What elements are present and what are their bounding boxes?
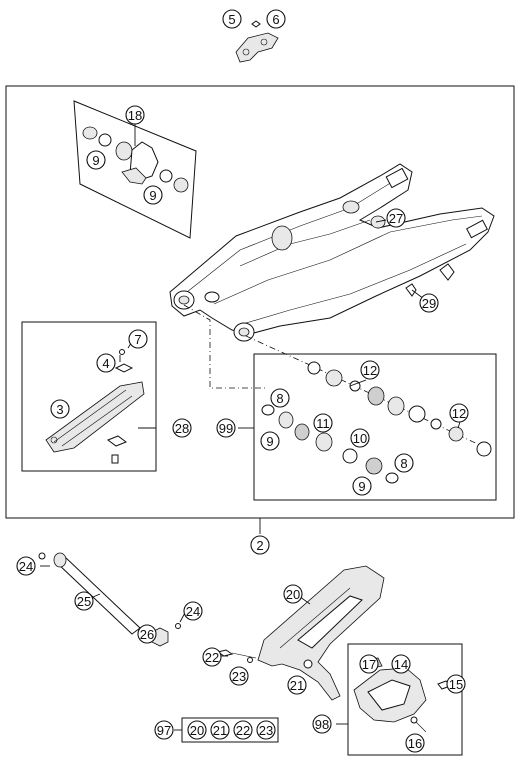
callout-label: 6 <box>272 12 279 27</box>
callout-10: 10 <box>350 428 370 448</box>
callout-22: 22 <box>202 647 222 667</box>
callout-label: 29 <box>422 296 436 311</box>
callout-6: 6 <box>266 9 286 29</box>
callout-27: 27 <box>386 208 406 228</box>
part-bearing-set <box>261 361 492 484</box>
kit-97-item-label: 22 <box>236 723 250 738</box>
callout-25: 25 <box>74 591 94 611</box>
callout-label: 17 <box>362 657 376 672</box>
callout-21: 21 <box>287 675 307 695</box>
callout-12: 12 <box>449 403 469 423</box>
part-chain-guide-block <box>353 657 451 733</box>
callout-label: 24 <box>19 559 33 574</box>
callout-label: 5 <box>228 12 235 27</box>
callout-9: 9 <box>352 476 372 496</box>
kit-97-item-22: 22 <box>233 720 253 740</box>
callout-label: 8 <box>400 456 407 471</box>
callout-label: 14 <box>394 657 408 672</box>
callout-7: 7 <box>128 329 148 349</box>
callout-8: 8 <box>394 453 414 473</box>
callout-label: 22 <box>205 650 219 665</box>
part-bearing-kit <box>82 126 189 193</box>
callout-label: 12 <box>363 363 377 378</box>
callout-label: 99 <box>219 421 233 436</box>
callout-label: 11 <box>316 416 330 431</box>
chain-guide-kit-box <box>347 643 463 756</box>
callout-12: 12 <box>360 360 380 380</box>
bearing-set-box <box>253 353 497 501</box>
part-chain-slider <box>45 349 145 464</box>
callout-16: 16 <box>405 733 425 753</box>
callout-label: 3 <box>56 402 63 417</box>
callout-label: 21 <box>290 678 304 693</box>
kit-97-item-label: 23 <box>259 723 273 738</box>
kit-97-item-20: 20 <box>187 720 207 740</box>
callout-label: 16 <box>408 736 422 751</box>
callout-29: 29 <box>419 293 439 313</box>
callout-8: 8 <box>270 388 290 408</box>
callout-label: 26 <box>140 627 154 642</box>
callout-24: 24 <box>183 601 203 621</box>
callout-label: 12 <box>452 406 466 421</box>
callout-24: 24 <box>16 556 36 576</box>
callout-label: 2 <box>256 538 263 553</box>
callout-9: 9 <box>260 431 280 451</box>
kit-97-item-label: 21 <box>213 723 227 738</box>
callout-label: 10 <box>353 431 367 446</box>
kit-97-item-21: 21 <box>210 720 230 740</box>
callout-23: 23 <box>229 666 249 686</box>
kit-97-item-label: 20 <box>190 723 204 738</box>
part-chain-guide <box>216 565 385 701</box>
callout-label: 18 <box>128 108 142 123</box>
callout-5: 5 <box>222 9 242 29</box>
callout-label: 8 <box>276 391 283 406</box>
callout-17: 17 <box>359 654 379 674</box>
part-axle <box>38 552 181 647</box>
callout-99: 99 <box>216 418 236 438</box>
callout-label: 28 <box>175 421 189 436</box>
part-chain-slider-top <box>235 20 279 63</box>
callout-28: 28 <box>172 418 192 438</box>
callout-label: 24 <box>186 604 200 619</box>
callout-4: 4 <box>96 353 116 373</box>
callout-14: 14 <box>391 654 411 674</box>
callout-label: 9 <box>149 188 156 203</box>
callout-3: 3 <box>50 399 70 419</box>
callout-label: 27 <box>389 211 403 226</box>
callout-15: 15 <box>446 674 466 694</box>
chain-slider-box <box>21 321 157 472</box>
callout-20: 20 <box>283 584 303 604</box>
callout-97: 97 <box>154 720 174 740</box>
callout-2: 2 <box>250 535 270 555</box>
callout-9: 9 <box>86 150 106 170</box>
callout-label: 9 <box>92 153 99 168</box>
callout-label: 15 <box>449 677 463 692</box>
callout-label: 7 <box>134 332 141 347</box>
callout-9: 9 <box>143 185 163 205</box>
callout-label: 97 <box>157 723 171 738</box>
callout-label: 4 <box>102 356 109 371</box>
bearing-kit-box <box>73 100 197 239</box>
callout-label: 9 <box>358 479 365 494</box>
callout-label: 20 <box>286 587 300 602</box>
callout-label: 25 <box>77 594 91 609</box>
callout-11: 11 <box>313 413 333 433</box>
part-swingarm <box>169 163 495 342</box>
callout-label: 23 <box>232 669 246 684</box>
callout-label: 9 <box>266 434 273 449</box>
kit-97-item-23: 23 <box>256 720 276 740</box>
callout-label: 98 <box>315 717 329 732</box>
callout-18: 18 <box>125 105 145 125</box>
callout-98: 98 <box>312 714 332 734</box>
callout-26: 26 <box>137 624 157 644</box>
